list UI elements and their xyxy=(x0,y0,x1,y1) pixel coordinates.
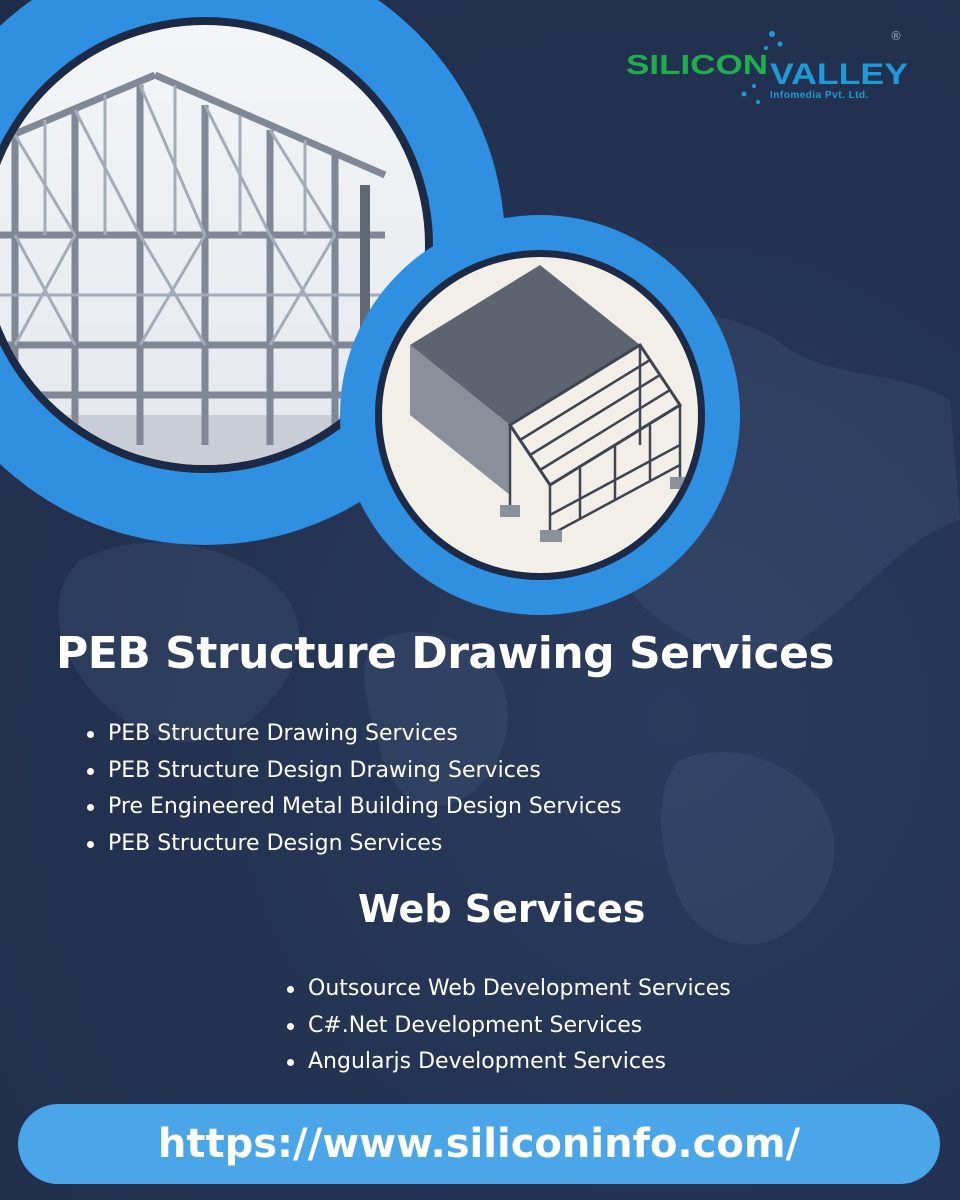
logo-mark: SILICON VALLEY ® xyxy=(626,29,908,104)
list-item: PEB Structure Design Services xyxy=(80,826,622,863)
logo-tagline: Infomedia Pvt. Ltd. xyxy=(770,90,869,101)
list-item: Pre Engineered Metal Building Design Ser… xyxy=(80,789,622,826)
website-url-button[interactable]: https://www.siliconinfo.com/ xyxy=(18,1104,940,1184)
list-item: Outsource Web Development Services xyxy=(280,971,731,1008)
list-item: C#.Net Development Services xyxy=(280,1008,731,1045)
peb-section-title: PEB Structure Drawing Services xyxy=(56,628,835,679)
logo-word-valley: VALLEY xyxy=(770,58,908,91)
list-item: PEB Structure Drawing Services xyxy=(80,716,622,753)
logo-dots-icon xyxy=(741,31,783,104)
peb-drawing-image xyxy=(340,215,740,615)
company-logo: SILICON VALLEY ® Infomedia Pvt. Ltd. xyxy=(622,26,922,116)
web-services-list: Outsource Web Development Services C#.Ne… xyxy=(280,971,731,1081)
list-item: PEB Structure Design Drawing Services xyxy=(80,753,622,790)
logo-word-silicon: SILICON xyxy=(626,49,768,80)
web-section-title: Web Services xyxy=(358,887,646,931)
peb-services-list: PEB Structure Drawing Services PEB Struc… xyxy=(80,716,622,862)
registered-mark: ® xyxy=(890,29,902,43)
list-item: Angularjs Development Services xyxy=(280,1044,731,1081)
website-url-text: https://www.siliconinfo.com/ xyxy=(157,1121,801,1167)
